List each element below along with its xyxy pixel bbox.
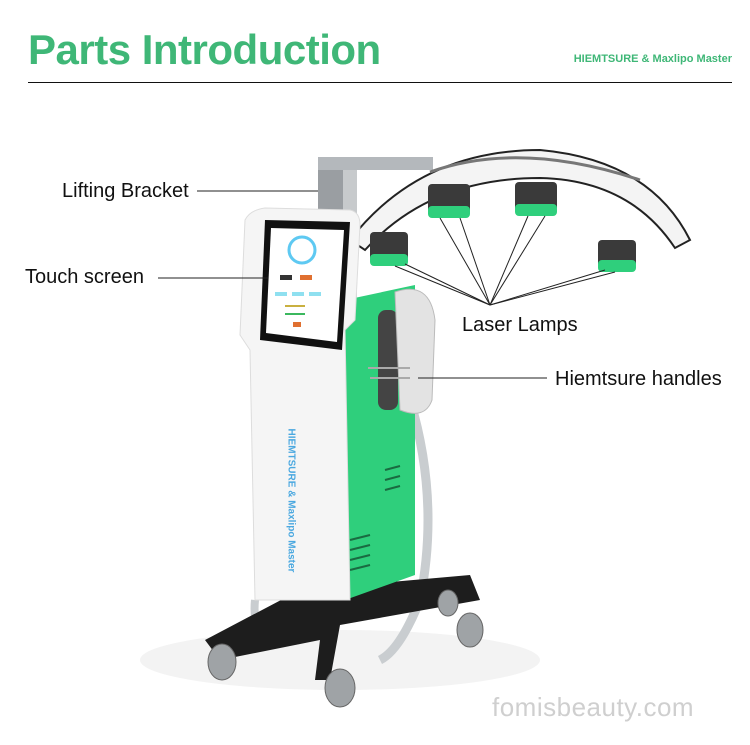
base xyxy=(205,575,480,680)
laser-lamps xyxy=(370,182,636,272)
watermark: fomisbeauty.com xyxy=(492,692,695,722)
label-hiemtsure-handles: Hiemtsure handles xyxy=(555,368,722,390)
hiemtsure-handle xyxy=(368,288,436,414)
page-subtitle: HIEMTSURE & Maxlipo Master xyxy=(573,53,732,65)
wheels xyxy=(207,589,484,708)
label-touch-screen: Touch screen xyxy=(25,266,144,288)
device-vertical-text: HIEMTSURE & Maxlipo Master xyxy=(285,428,297,573)
touch-screen xyxy=(260,220,350,350)
label-laser-lamps: Laser Lamps xyxy=(462,314,578,336)
page-title: Parts Introduction xyxy=(28,26,381,73)
lifting-bracket-arm xyxy=(318,157,433,170)
header-divider xyxy=(28,82,732,83)
label-lifting-bracket: Lifting Bracket xyxy=(62,180,189,202)
